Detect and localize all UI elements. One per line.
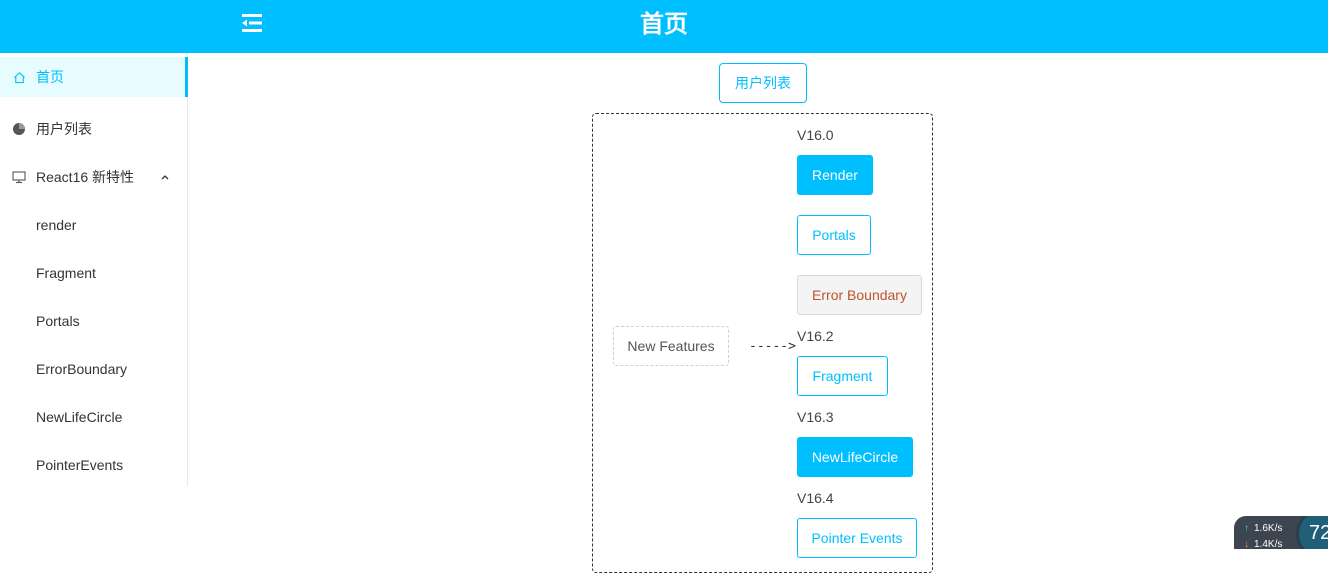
sidebar-item-portals[interactable]: Portals bbox=[0, 297, 187, 345]
version-label: V16.3 bbox=[797, 409, 834, 425]
sidebar-item-newlifecircle[interactable]: NewLifeCircle bbox=[0, 393, 187, 441]
speed-gauge: 72 bbox=[1296, 516, 1328, 549]
sidebar-item-react16[interactable]: React16 新特性 bbox=[0, 153, 187, 201]
chevron-up-icon bbox=[159, 170, 171, 182]
error-boundary-button[interactable]: Error Boundary bbox=[797, 275, 922, 315]
sidebar-item-errorboundary[interactable]: ErrorBoundary bbox=[0, 345, 187, 393]
arrow-up-icon: ↑ bbox=[1244, 523, 1249, 534]
sidebar-item-label: 首页 bbox=[36, 69, 64, 85]
sidebar-item-label: ErrorBoundary bbox=[36, 361, 128, 377]
arrow-connector: -----> bbox=[749, 339, 796, 354]
arrow-down-icon: ↓ bbox=[1244, 539, 1249, 549]
sidebar-item-label: render bbox=[36, 217, 77, 233]
app-header: 首页 bbox=[0, 0, 1328, 53]
pie-chart-icon bbox=[12, 122, 26, 136]
new-features-node: New Features bbox=[613, 326, 729, 366]
page-title: 首页 bbox=[640, 11, 688, 38]
version-label: V16.2 bbox=[797, 328, 834, 344]
sidebar-item-label: React16 新特性 bbox=[36, 169, 135, 185]
network-speed-widget: ↑ 1.6K/s ↓ 1.4K/s 72 bbox=[1234, 516, 1328, 549]
home-icon bbox=[12, 70, 26, 84]
sidebar-item-label: 用户列表 bbox=[36, 121, 92, 137]
sidebar-item-home[interactable]: 首页 bbox=[0, 57, 188, 97]
upload-speed: 1.6K/s bbox=[1254, 523, 1283, 534]
desktop-icon bbox=[12, 170, 26, 184]
sidebar-item-label: Portals bbox=[36, 313, 80, 329]
sidebar-item-fragment[interactable]: Fragment bbox=[0, 249, 187, 297]
version-label: V16.0 bbox=[797, 127, 834, 143]
newlifecircle-button[interactable]: NewLifeCircle bbox=[797, 437, 913, 477]
sidebar-item-label: Fragment bbox=[36, 265, 96, 281]
sidebar-item-render[interactable]: render bbox=[0, 201, 187, 249]
version-label: V16.4 bbox=[797, 490, 834, 506]
menu-fold-icon[interactable] bbox=[238, 11, 266, 35]
sidebar: 首页 用户列表 React16 新特性 render Fragmen bbox=[0, 53, 188, 486]
sidebar-item-label: NewLifeCircle bbox=[36, 409, 123, 425]
fragment-button[interactable]: Fragment bbox=[797, 356, 888, 396]
sidebar-item-label: PointerEvents bbox=[36, 457, 124, 473]
portals-button[interactable]: Portals bbox=[797, 215, 871, 255]
pointer-events-button[interactable]: Pointer Events bbox=[797, 518, 917, 558]
render-button[interactable]: Render bbox=[797, 155, 873, 195]
sidebar-item-pointerevents[interactable]: PointerEvents bbox=[0, 441, 187, 489]
sidebar-item-userlist[interactable]: 用户列表 bbox=[0, 105, 187, 153]
download-speed: 1.4K/s bbox=[1254, 539, 1283, 549]
user-list-button[interactable]: 用户列表 bbox=[719, 63, 807, 103]
